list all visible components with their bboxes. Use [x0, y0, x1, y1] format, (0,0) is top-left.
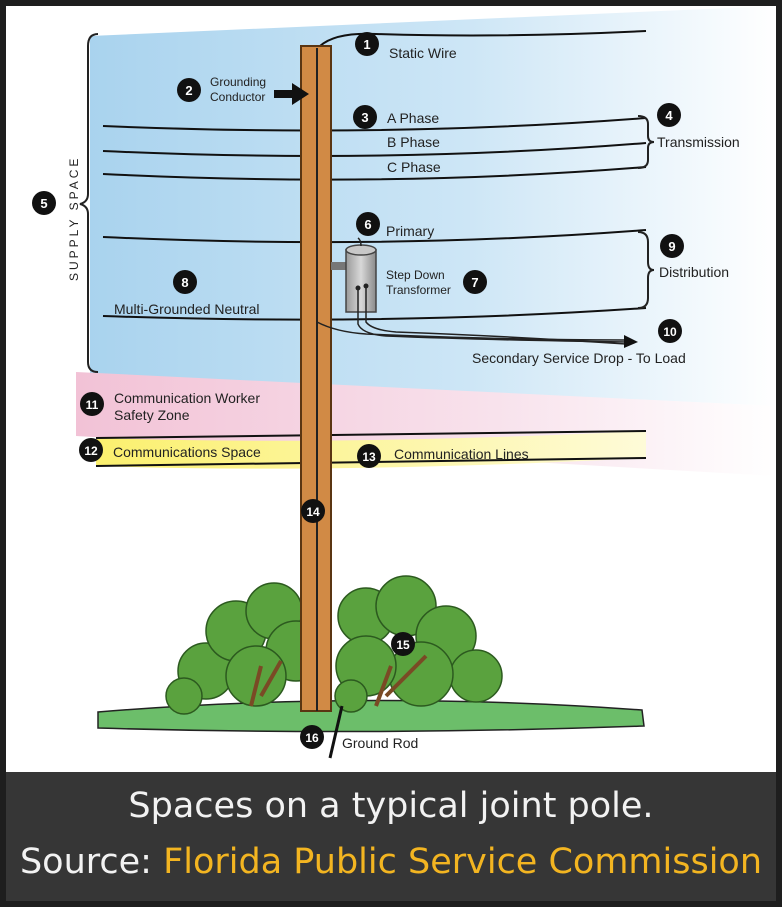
comm-band-top-line — [95, 430, 647, 439]
svg-text:6: 6 — [364, 217, 371, 232]
label-worker-zone-2: Safety Zone — [114, 407, 190, 423]
label-comm-lines: Communication Lines — [394, 446, 529, 462]
marker-2: 2 — [177, 78, 201, 102]
label-primary: Primary — [386, 223, 434, 239]
caption-source: Source: Florida Public Service Commissio… — [6, 842, 776, 882]
svg-text:10: 10 — [663, 325, 677, 339]
label-grounding-2: Conductor — [210, 90, 265, 104]
service-drop-cable-3 — [316, 321, 625, 341]
c-phase-wire — [102, 166, 647, 181]
marker-13: 13 — [357, 444, 381, 468]
caption-source-prefix: Source: — [19, 842, 164, 882]
marker-3: 3 — [353, 105, 377, 129]
primary-wire — [102, 229, 647, 244]
b-phase-wire — [102, 142, 647, 157]
label-c-phase: C Phase — [387, 159, 441, 175]
service-drop-cable — [357, 288, 627, 343]
svg-text:9: 9 — [668, 239, 675, 254]
a-phase-wire — [102, 117, 647, 132]
ground-grass — [97, 699, 645, 733]
svg-text:14: 14 — [306, 505, 320, 519]
marker-16: 16 — [300, 725, 324, 749]
ground-rod — [328, 705, 344, 759]
svg-text:12: 12 — [84, 444, 98, 458]
transformer-bracket — [331, 262, 347, 270]
bush-foliage — [165, 575, 503, 715]
service-drop-arrowhead — [624, 335, 638, 348]
svg-text:16: 16 — [305, 731, 319, 745]
label-static-wire: Static Wire — [389, 45, 457, 61]
distribution-bracket — [637, 231, 655, 309]
supply-space-label: SUPPLY SPACE — [67, 156, 81, 281]
marker-10: 10 — [658, 319, 682, 343]
label-grounding-1: Grounding — [210, 75, 266, 89]
svg-text:7: 7 — [471, 275, 478, 290]
caption-source-link[interactable]: Florida Public Service Commission — [163, 842, 763, 882]
label-step-down-2: Transformer — [386, 283, 451, 297]
transformer-top — [345, 244, 377, 256]
static-wire — [319, 30, 647, 47]
marker-11: 11 — [80, 392, 104, 416]
transformer-primary-lead — [357, 237, 362, 247]
marker-6: 6 — [356, 212, 380, 236]
svg-text:3: 3 — [361, 110, 368, 125]
label-step-down-1: Step Down — [386, 268, 445, 282]
svg-text:5: 5 — [40, 196, 47, 211]
label-transmission: Transmission — [657, 134, 740, 150]
supply-space-band — [90, 6, 776, 406]
marker-5: 5 — [32, 191, 56, 215]
marker-9: 9 — [660, 234, 684, 258]
svg-text:1: 1 — [363, 37, 370, 52]
marker-8: 8 — [173, 270, 197, 294]
label-a-phase: A Phase — [387, 110, 439, 126]
step-down-transformer — [345, 249, 377, 313]
grounding-arrow — [274, 83, 309, 105]
label-neutral: Multi-Grounded Neutral — [114, 301, 260, 317]
marker-4: 4 — [657, 103, 681, 127]
svg-text:15: 15 — [396, 638, 410, 652]
marker-14: 14 — [301, 499, 325, 523]
marker-15: 15 — [391, 632, 415, 656]
label-b-phase: B Phase — [387, 134, 440, 150]
supply-space-bracket — [79, 33, 99, 373]
label-comm-space: Communications Space — [113, 444, 261, 460]
svg-text:8: 8 — [181, 275, 188, 290]
svg-text:4: 4 — [665, 108, 673, 123]
transmission-bracket — [637, 115, 655, 169]
caption-title: Spaces on a typical joint pole. — [128, 786, 654, 826]
label-ground-rod: Ground Rod — [342, 735, 418, 751]
joint-pole-diagram: SUPPLY SPACE Static Wire Grounding Condu… — [6, 6, 776, 772]
marker-7: 7 — [463, 270, 487, 294]
svg-text:2: 2 — [185, 83, 192, 98]
neutral-wire — [102, 307, 647, 321]
bush-trunks — [249, 654, 428, 707]
label-distribution: Distribution — [659, 264, 729, 280]
label-worker-zone-1: Communication Worker — [114, 390, 260, 406]
svg-text:11: 11 — [86, 398, 99, 412]
marker-1: 1 — [355, 32, 379, 56]
marker-12: 12 — [79, 438, 103, 462]
svg-text:13: 13 — [362, 450, 376, 464]
label-service-drop: Secondary Service Drop - To Load — [472, 350, 686, 366]
caption-bar: Spaces on a typical joint pole. Source: … — [6, 772, 776, 901]
